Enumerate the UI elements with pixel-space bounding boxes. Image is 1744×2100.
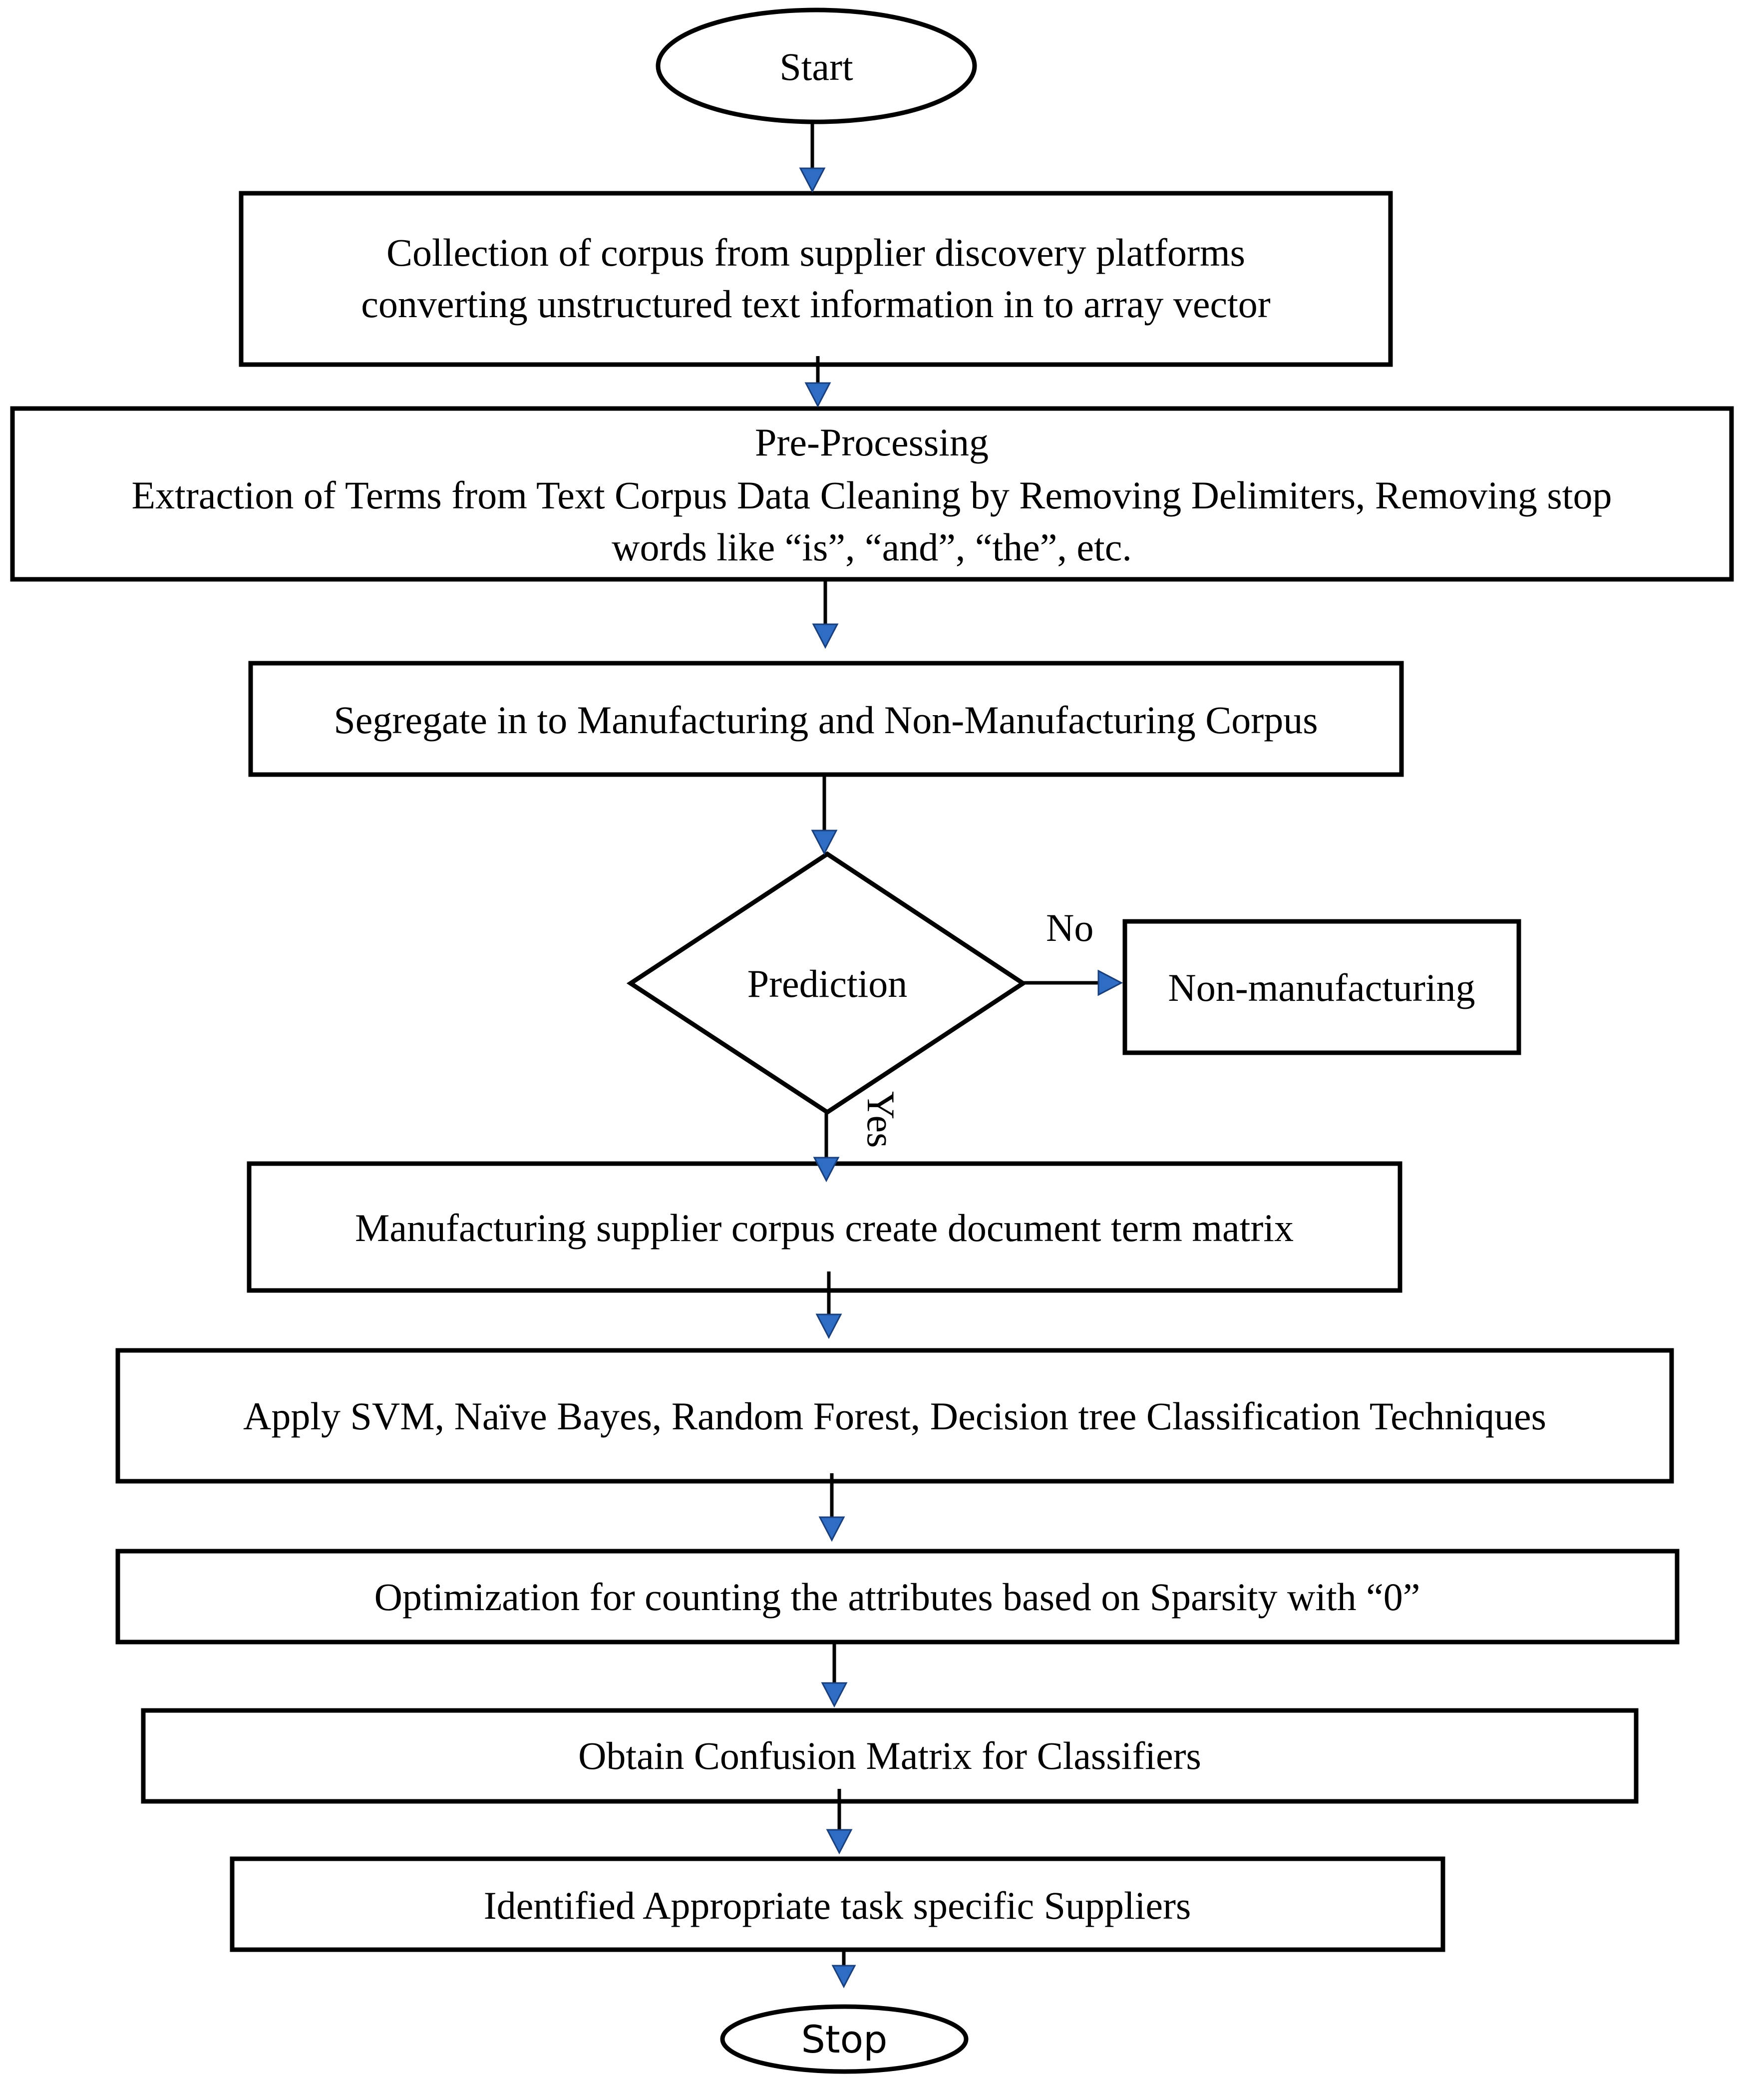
preprocessing-line-3: words like “is”, “and”, “the”, etc. [612, 525, 1132, 569]
start-node: Start [656, 7, 977, 124]
yes-branch-label: Yes [859, 1091, 903, 1148]
nonmanufacturing-label: Non-manufacturing [1168, 966, 1475, 1009]
prediction-label: Prediction [747, 962, 908, 1005]
connector-manufacturing-classifiers [815, 1271, 842, 1339]
connector-preprocessing-segregate [812, 580, 839, 649]
connector-optimization-confusion [821, 1642, 848, 1708]
connector-collection-preprocessing [804, 356, 831, 408]
manufacturing-process-box: Manufacturing supplier corpus create doc… [247, 1161, 1402, 1293]
connector-prediction-manufacturing [813, 1113, 840, 1183]
collection-line-2: converting unstructured text information… [361, 282, 1271, 326]
collection-process-box: Collection of corpus from supplier disco… [239, 191, 1393, 367]
classifiers-label: Apply SVM, Naïve Bayes, Random Forest, D… [243, 1394, 1546, 1438]
optimization-process-box: Optimization for counting the attributes… [115, 1549, 1680, 1645]
optimization-label: Optimization for counting the attributes… [374, 1575, 1420, 1619]
connector-prediction-nonmanufacturing [1023, 969, 1123, 996]
confusion-process-box: Obtain Confusion Matrix for Classifiers [141, 1708, 1639, 1804]
stop-node: Stop [720, 2004, 969, 2074]
connector-classifiers-optimization [818, 1473, 845, 1542]
confusion-label: Obtain Confusion Matrix for Classifiers [578, 1734, 1201, 1777]
preprocessing-process-box: Pre-Processing Extraction of Terms from … [10, 406, 1734, 582]
nonmanufacturing-box: Non-manufacturing [1122, 919, 1521, 1055]
prediction-decision: Prediction [626, 851, 1028, 1115]
classifiers-process-box: Apply SVM, Naïve Bayes, Random Forest, D… [115, 1348, 1674, 1484]
connector-identified-stop [831, 1950, 856, 1989]
preprocessing-line-2: Extraction of Terms from Text Corpus Dat… [132, 473, 1612, 517]
start-label: Start [779, 45, 853, 88]
segregate-process-box: Segregate in to Manufacturing and Non-Ma… [248, 661, 1404, 777]
collection-line-1: Collection of corpus from supplier disco… [386, 231, 1245, 274]
identified-label: Identified Appropriate task specific Sup… [484, 1884, 1191, 1927]
manufacturing-label: Manufacturing supplier corpus create doc… [355, 1206, 1294, 1250]
identified-process-box: Identified Appropriate task specific Sup… [230, 1856, 1445, 1952]
connector-segregate-prediction [811, 776, 838, 855]
preprocessing-title: Pre-Processing [755, 420, 989, 464]
connector-start-collection [799, 122, 826, 193]
no-branch-label: No [1046, 906, 1093, 949]
stop-label: Stop [801, 2017, 888, 2062]
connector-confusion-identified [826, 1789, 853, 1855]
segregate-label: Segregate in to Manufacturing and Non-Ma… [334, 698, 1318, 742]
